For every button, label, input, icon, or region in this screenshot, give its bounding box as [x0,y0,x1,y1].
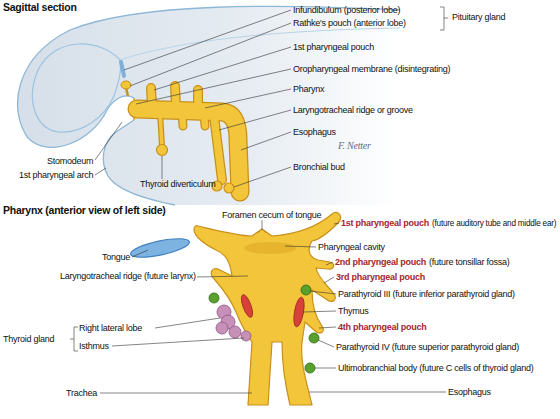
part-label: Esophagus [448,387,491,398]
laryngotracheal-tube [214,116,222,180]
pharyngeal-pouch [151,86,198,108]
leader-line [95,122,122,160]
leader-line [197,276,248,277]
pharynx-outline [137,86,240,192]
bronchial-bud [224,183,234,193]
brain-cavity [32,44,120,132]
ultimobranchial-body [305,363,315,373]
leader-lines [95,7,448,187]
leader-line [315,368,336,369]
part-label: Oropharyngeal membrane (disintegrating) [293,64,450,75]
part-label: Bronchial bud [293,162,345,173]
part-label: Laryngotracheal ridge (future larynx) [60,271,196,282]
neural-tube-line [120,28,400,60]
group-label: Thyroid gland [3,334,54,345]
leader-line [155,318,220,328]
infundibulum [121,62,124,76]
section-heading: Pharynx (anterior view of left side) [3,205,166,216]
parathyroid [309,333,319,343]
leader-line [132,250,148,257]
leader-line [326,262,333,265]
part-label: Right lateral lobe [79,323,142,334]
part-label: Pharyngeal cavity [318,242,385,253]
leader-line [303,311,336,312]
pharynx-fill [137,86,240,192]
leader-line [241,132,291,150]
thyroid-diverticulum [160,112,162,146]
leader-line [95,168,106,175]
part-label: Laryngotracheal ridge or groove [293,105,413,116]
leader-line [319,327,336,328]
leader-line [162,156,163,179]
part-label: Isthmus [79,341,109,352]
leader-line [285,246,316,247]
section-heading: Sagittal section [3,2,77,13]
rathke-pouch [121,81,131,89]
leader-line [154,47,291,90]
part-label: Pharynx [293,84,324,95]
leader-line [324,277,334,283]
thyroid-lobule [229,326,241,338]
pouch-label: 2nd pharyngeal pouch [335,257,426,268]
leader-line [318,340,334,347]
pouch-fate: (future auditory tube and middle ear) [432,218,556,229]
pharynx-anterior [129,212,340,405]
leader-line [124,10,291,70]
pharynx-tube [137,109,240,192]
pouch-fate: (future tonsillar fossa) [429,257,510,268]
part-label: Thyroid diverticulum [140,179,216,190]
leader-line [205,89,291,108]
parathyroid [301,285,311,295]
leader-line [310,291,336,294]
laryngotracheal-tube [214,116,222,180]
leader-line [234,167,291,187]
pouch-label: 4th pharyngeal pouch [338,322,427,333]
part-label: Thymus [338,306,369,317]
thymus [239,293,255,318]
leader-line [219,110,291,130]
pouch-label: 1st pharyngeal pouch [341,218,429,229]
part-label: Ultimobranchial body (future C cells of … [338,363,534,374]
part-label: 1st pharyngeal arch [19,170,93,181]
leader-line [309,392,446,393]
leader-line [112,338,244,346]
pharyngeal-cavity [244,242,296,254]
part-label: Tongue [102,252,130,263]
part-label: Foramen cecum of tongue [222,210,321,221]
group-label: Pituitary gland [452,12,505,23]
signature: F. Netter [338,140,371,151]
pharynx-body [194,212,340,405]
pharyngeal-groove [182,112,205,126]
thyroid-isthmus [241,331,251,341]
part-label: Stomodeum [47,156,93,167]
bracket [440,7,448,30]
leader-line [100,393,252,394]
bracket [70,327,78,351]
thyroid-lobule [216,322,228,334]
tongue [129,235,191,261]
parathyroid [209,293,219,303]
pharynx-tube [137,109,240,192]
leader-line [262,220,263,230]
thyroid-diverticulum [160,112,162,146]
part-label: Trachea [66,388,97,399]
part-label: Parathyroid III (future inferior parathy… [338,289,515,300]
part-label: Infundibulum (posterior lobe) [293,5,400,16]
part-label: Esophagus [293,127,336,138]
part-label: Rathke's pouch (anterior lobe) [293,18,406,29]
part-label: Parathyroid IV (future superior parathyr… [336,342,519,353]
thyroid-bud [157,145,168,156]
part-label: 1st pharyngeal pouch [293,42,374,53]
leader-line [136,69,291,104]
pouch-label: 3rd pharyngeal pouch [336,272,425,283]
leader-line [334,223,339,224]
